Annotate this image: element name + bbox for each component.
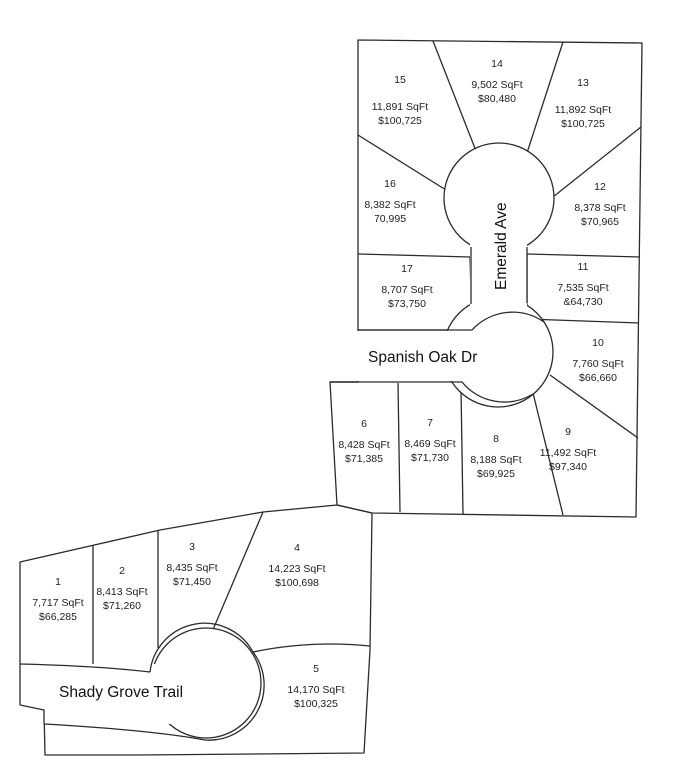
lot-8-number: 8 bbox=[493, 433, 499, 445]
lot-16-sqft: 8,382 SqFt bbox=[364, 199, 415, 211]
lot-11-sqft: 7,535 SqFt bbox=[557, 282, 608, 294]
lot-5-sqft: 14,170 SqFt bbox=[287, 684, 344, 696]
lot-3-number: 3 bbox=[189, 541, 195, 553]
street-label-shady-grove-trail: Shady Grove Trail bbox=[59, 684, 183, 701]
lot-5-number: 5 bbox=[313, 663, 319, 675]
lot-3-price: $71,450 bbox=[173, 576, 211, 588]
lot-15-price: $100,725 bbox=[378, 115, 422, 127]
lot-9-price: $97,340 bbox=[549, 461, 587, 473]
lot-13-price: $100,725 bbox=[561, 118, 605, 130]
lot-16-number: 16 bbox=[384, 178, 396, 190]
lot-17-price: $73,750 bbox=[388, 298, 426, 310]
lot-12-price: $70,965 bbox=[581, 216, 619, 228]
lot-5-price: $100,325 bbox=[294, 698, 338, 710]
lot-12-sqft: 8,378 SqFt bbox=[574, 202, 625, 214]
lot-8-sqft: 8,188 SqFt bbox=[470, 454, 521, 466]
south-lot-lines bbox=[92, 511, 371, 667]
lot-2-price: $71,260 bbox=[103, 600, 141, 612]
lot-10-sqft: 7,760 SqFt bbox=[572, 358, 623, 370]
lot-1-price: $66,285 bbox=[39, 611, 77, 623]
lot-14-sqft: 9,502 SqFt bbox=[471, 79, 522, 91]
lot-11-price: &64,730 bbox=[563, 296, 602, 308]
lot-4-sqft: 14,223 SqFt bbox=[268, 563, 325, 575]
lot-4-price: $100,698 bbox=[275, 577, 319, 589]
lot-14-number: 14 bbox=[491, 58, 503, 70]
lot-1-number: 1 bbox=[55, 576, 61, 588]
lot-9-number: 9 bbox=[565, 426, 571, 438]
lot-6-sqft: 8,428 SqFt bbox=[338, 439, 389, 451]
lot-15-number: 15 bbox=[394, 74, 406, 86]
lot-9-sqft: 11,492 SqFt bbox=[540, 447, 597, 459]
lot-2-number: 2 bbox=[119, 565, 125, 577]
lot-17-number: 17 bbox=[401, 263, 413, 275]
lot-7-number: 7 bbox=[427, 417, 433, 429]
lot-14-price: $80,480 bbox=[478, 93, 516, 105]
north-lot-lines bbox=[357, 40, 642, 516]
lot-2-sqft: 8,413 SqFt bbox=[96, 586, 147, 598]
lot-7-price: $71,730 bbox=[411, 452, 449, 464]
lot-10-price: $66,660 bbox=[579, 372, 617, 384]
lot-17-sqft: 8,707 SqFt bbox=[381, 284, 432, 296]
lot-11-number: 11 bbox=[578, 261, 589, 273]
north-road bbox=[330, 142, 555, 408]
south-road bbox=[18, 622, 265, 741]
lot-3-sqft: 8,435 SqFt bbox=[166, 562, 217, 574]
lot-10-number: 10 bbox=[592, 337, 604, 349]
lot-12-number: 12 bbox=[594, 181, 606, 193]
lot-1-sqft: 7,717 SqFt bbox=[32, 597, 83, 609]
lot-13-number: 13 bbox=[577, 77, 589, 89]
lot-7-sqft: 8,469 SqFt bbox=[404, 438, 455, 450]
lot-8-price: $69,925 bbox=[477, 468, 515, 480]
lot-13-sqft: 11,892 SqFt bbox=[555, 104, 612, 116]
street-label-emerald-ave: Emerald Ave bbox=[493, 202, 510, 290]
lot-4-number: 4 bbox=[294, 542, 300, 554]
lot-15-sqft: 11,891 SqFt bbox=[372, 101, 429, 113]
lot-labels: 1 7,717 SqFt $66,285 2 8,413 SqFt $71,260 3 8,4… bbox=[32, 58, 625, 710]
lot-6-number: 6 bbox=[361, 418, 367, 430]
lot-16-price: 70,995 bbox=[374, 213, 406, 225]
lot-6-price: $71,385 bbox=[345, 453, 383, 465]
street-label-spanish-oak-dr: Spanish Oak Dr bbox=[368, 349, 477, 366]
